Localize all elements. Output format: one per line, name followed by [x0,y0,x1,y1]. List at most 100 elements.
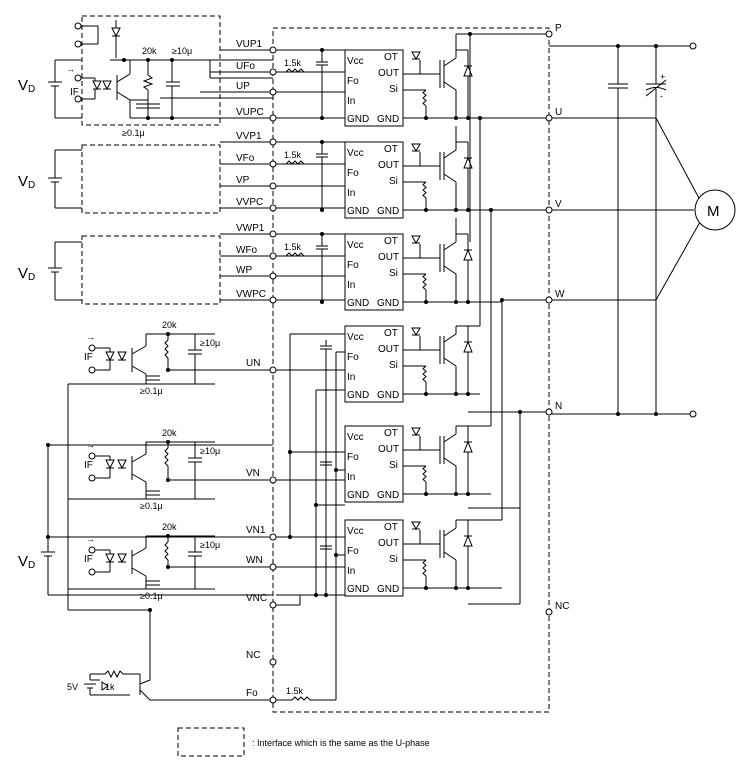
pin-in: In [347,472,355,483]
r1k5-label: 1.5k [284,58,302,68]
pin-gnd: GND [347,206,369,217]
terminal-label-un: UN [246,358,260,369]
pin-ot: OT [384,428,398,439]
if-label: IF [84,460,93,471]
terminal-vwpc [269,296,277,304]
terminal-vvpc [269,204,277,212]
driver-ic-5 [344,425,404,503]
c10u-label-u: ≥10μ [172,46,192,56]
r20k-label: 20k [162,522,177,532]
power-terminal-label-w: W [555,289,565,300]
power-terminal-w [545,296,553,304]
terminal-vup1 [269,46,277,54]
interface-box-v [81,144,221,214]
r1k5-label-fo: 1.5k [286,686,304,696]
pin-ot: OT [384,522,398,533]
vd-label-lower: VD [18,553,35,571]
motor-label: M [707,203,720,220]
c01u-label: ≥0.1μ [140,386,163,396]
lower-interface-1: IF→20k≥10μ≥0.1μ [68,320,273,396]
power-terminal-label-nc: NC [555,601,569,612]
pin-fo: Fo [347,260,359,271]
dc-bus [549,42,697,418]
terminal-nc [269,658,277,666]
r20k-label: 20k [162,320,177,330]
if-terminal-a [88,452,96,460]
cap-plus: + [660,72,665,82]
pin-vcc: Vcc [347,148,364,159]
if-label: IF [84,352,93,363]
pin-vcc: Vcc [347,432,364,443]
terminal-label-vfo: VFo [236,153,255,164]
if-label-u: IF [70,87,79,98]
pin-out: OUT [378,252,399,263]
legend-box [177,727,245,757]
if-terminal-a [88,344,96,352]
driver-ic-1 [344,49,404,127]
terminal-label-vvpc: VVPC [236,197,263,208]
fo-pullup-circuit [68,608,273,701]
terminal-ufo [269,68,277,76]
pin-gnd2: GND [377,206,399,217]
interface-box-u [81,15,221,126]
terminal-un [269,366,277,374]
terminal-vn1 [269,533,277,541]
pin-si: Si [389,84,398,95]
if-terminal-a [88,546,96,554]
pin-vcc: Vcc [347,240,364,251]
pin-vcc: Vcc [347,332,364,343]
pin-gnd2: GND [377,114,399,125]
upper-wiring [200,49,345,301]
if-arrow: → [86,332,95,342]
pin-gnd2: GND [377,490,399,501]
terminal-label-wp: WP [236,265,252,276]
power-terminal-label-v: V [555,199,562,210]
legend-text: : Interface which is the same as the U-p… [252,738,430,748]
driver-ic-6 [344,519,404,597]
driver-ic-2 [344,141,404,219]
power-terminal-label-n: N [555,401,562,412]
power-stage [455,32,549,605]
if-terminal-b [88,568,96,576]
terminal-vnc [269,601,277,609]
pin-gnd: GND [347,390,369,401]
pin-in: In [347,372,355,383]
pin-in: In [347,188,355,199]
pin-ot: OT [384,236,398,247]
terminal-label-vvp1: VVP1 [236,131,262,142]
terminal-label-fo: Fo [246,688,258,699]
pin-si: Si [389,554,398,565]
left-terminals: VUP1UFoUPVUPCVVP1VFoVPVVPCVWP1WFoWPVWPCU… [236,39,345,704]
terminal-vupc [269,114,277,122]
photocoupler-u [74,60,131,118]
terminal-vwp1 [269,230,277,238]
vd-label-u: VD [18,77,35,95]
pin-si: Si [389,360,398,371]
power-terminal-p [545,30,553,38]
pin-vcc: Vcc [347,526,364,537]
interface-box-w [81,235,221,305]
c01u-label: ≥0.1μ [140,591,163,601]
pin-fo: Fo [347,168,359,179]
pin-fo: Fo [347,546,359,557]
power-terminal-nc [545,608,553,616]
vd-supply-lower [41,443,273,596]
r1k5-label: 1.5k [284,242,302,252]
terminal-label-up: UP [236,81,250,92]
photocoupler-u-top [74,20,121,58]
if-terminal-b [88,366,96,374]
pin-vcc: Vcc [347,56,364,67]
terminal-label-vup1: VUP1 [236,39,263,50]
pin-gnd: GND [347,114,369,125]
r1k-label: 1k [105,682,115,692]
motor-wiring [549,117,701,301]
terminal-vfo [269,160,277,168]
pin-ot: OT [384,52,398,63]
vd-label-v: VD [18,173,35,191]
motor [694,189,736,231]
terminal-wp [269,272,277,280]
vd-supply-v [48,149,82,209]
terminal-label-vupc: VUPC [236,107,264,118]
terminal-label-ufo: UFo [236,61,255,72]
